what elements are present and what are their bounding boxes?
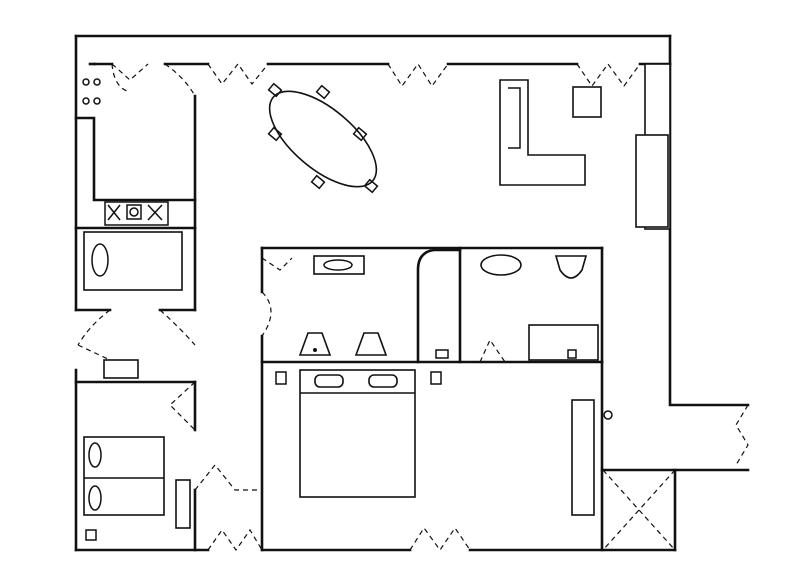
single-bed <box>83 231 183 291</box>
door-living-top <box>387 62 449 88</box>
lamp <box>603 410 613 420</box>
wardrobe-small <box>175 479 191 529</box>
wc-toilet <box>554 255 588 279</box>
tv-cabinet <box>635 63 671 230</box>
door-wc <box>479 338 506 363</box>
bathroom-sink <box>313 255 365 275</box>
kitchen-stove <box>82 78 101 105</box>
door-bedroom1 <box>77 309 111 361</box>
toilet <box>354 332 388 356</box>
door-balcony-top <box>576 62 641 88</box>
wardrobe <box>571 399 595 516</box>
bidet <box>298 332 332 356</box>
door-bedroom2 <box>169 381 196 431</box>
shower-drain <box>435 349 449 359</box>
dining-table <box>267 82 379 194</box>
interior-walls <box>74 94 604 552</box>
nightstand <box>85 529 97 541</box>
shower-tray <box>528 324 599 361</box>
door-dining-top <box>207 62 269 86</box>
double-bed <box>299 369 416 498</box>
door-hallway <box>194 464 262 491</box>
door-kitchen-top <box>111 63 149 81</box>
sofa-l-shaped <box>499 79 586 186</box>
exterior-walls <box>74 34 750 552</box>
doors <box>77 62 749 552</box>
door-bathroom <box>261 291 272 337</box>
nightstand-right <box>430 371 442 385</box>
door-entrance <box>735 404 749 466</box>
wc-washbasin <box>480 254 522 276</box>
kitchen-counter-appliances <box>107 204 163 221</box>
armchair <box>572 86 602 118</box>
desk <box>103 359 139 379</box>
bunk-bed <box>83 436 165 516</box>
nightstand-left <box>275 371 287 385</box>
